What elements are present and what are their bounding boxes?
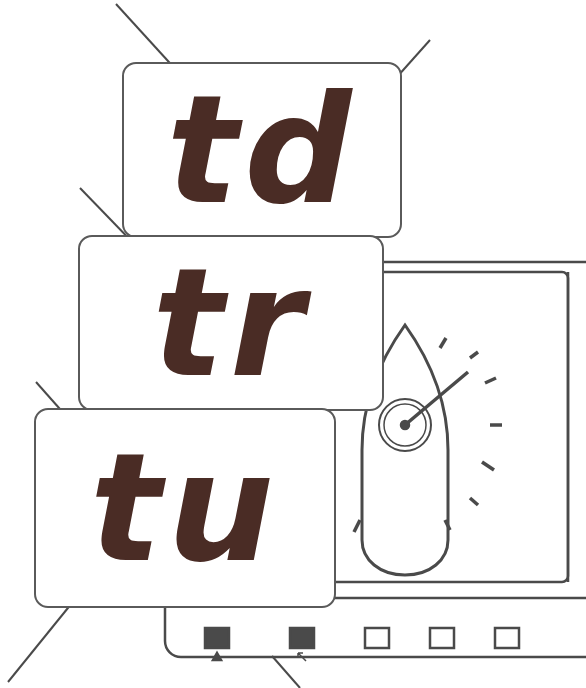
button [290, 628, 314, 648]
button [205, 628, 229, 648]
display-panel: tu [34, 408, 336, 608]
leader-lines [8, 4, 430, 688]
up-symbol [213, 653, 221, 660]
display-panel: tr [78, 235, 384, 411]
screen-divider [567, 272, 570, 582]
display-code: tr [152, 248, 310, 398]
button [495, 628, 519, 648]
display-code: td [166, 75, 357, 225]
button [430, 628, 454, 648]
arrow-symbol [298, 653, 306, 661]
wind-needle [405, 372, 468, 425]
display-code: tu [90, 433, 281, 583]
button [365, 628, 389, 648]
display-panel: td [122, 62, 402, 238]
